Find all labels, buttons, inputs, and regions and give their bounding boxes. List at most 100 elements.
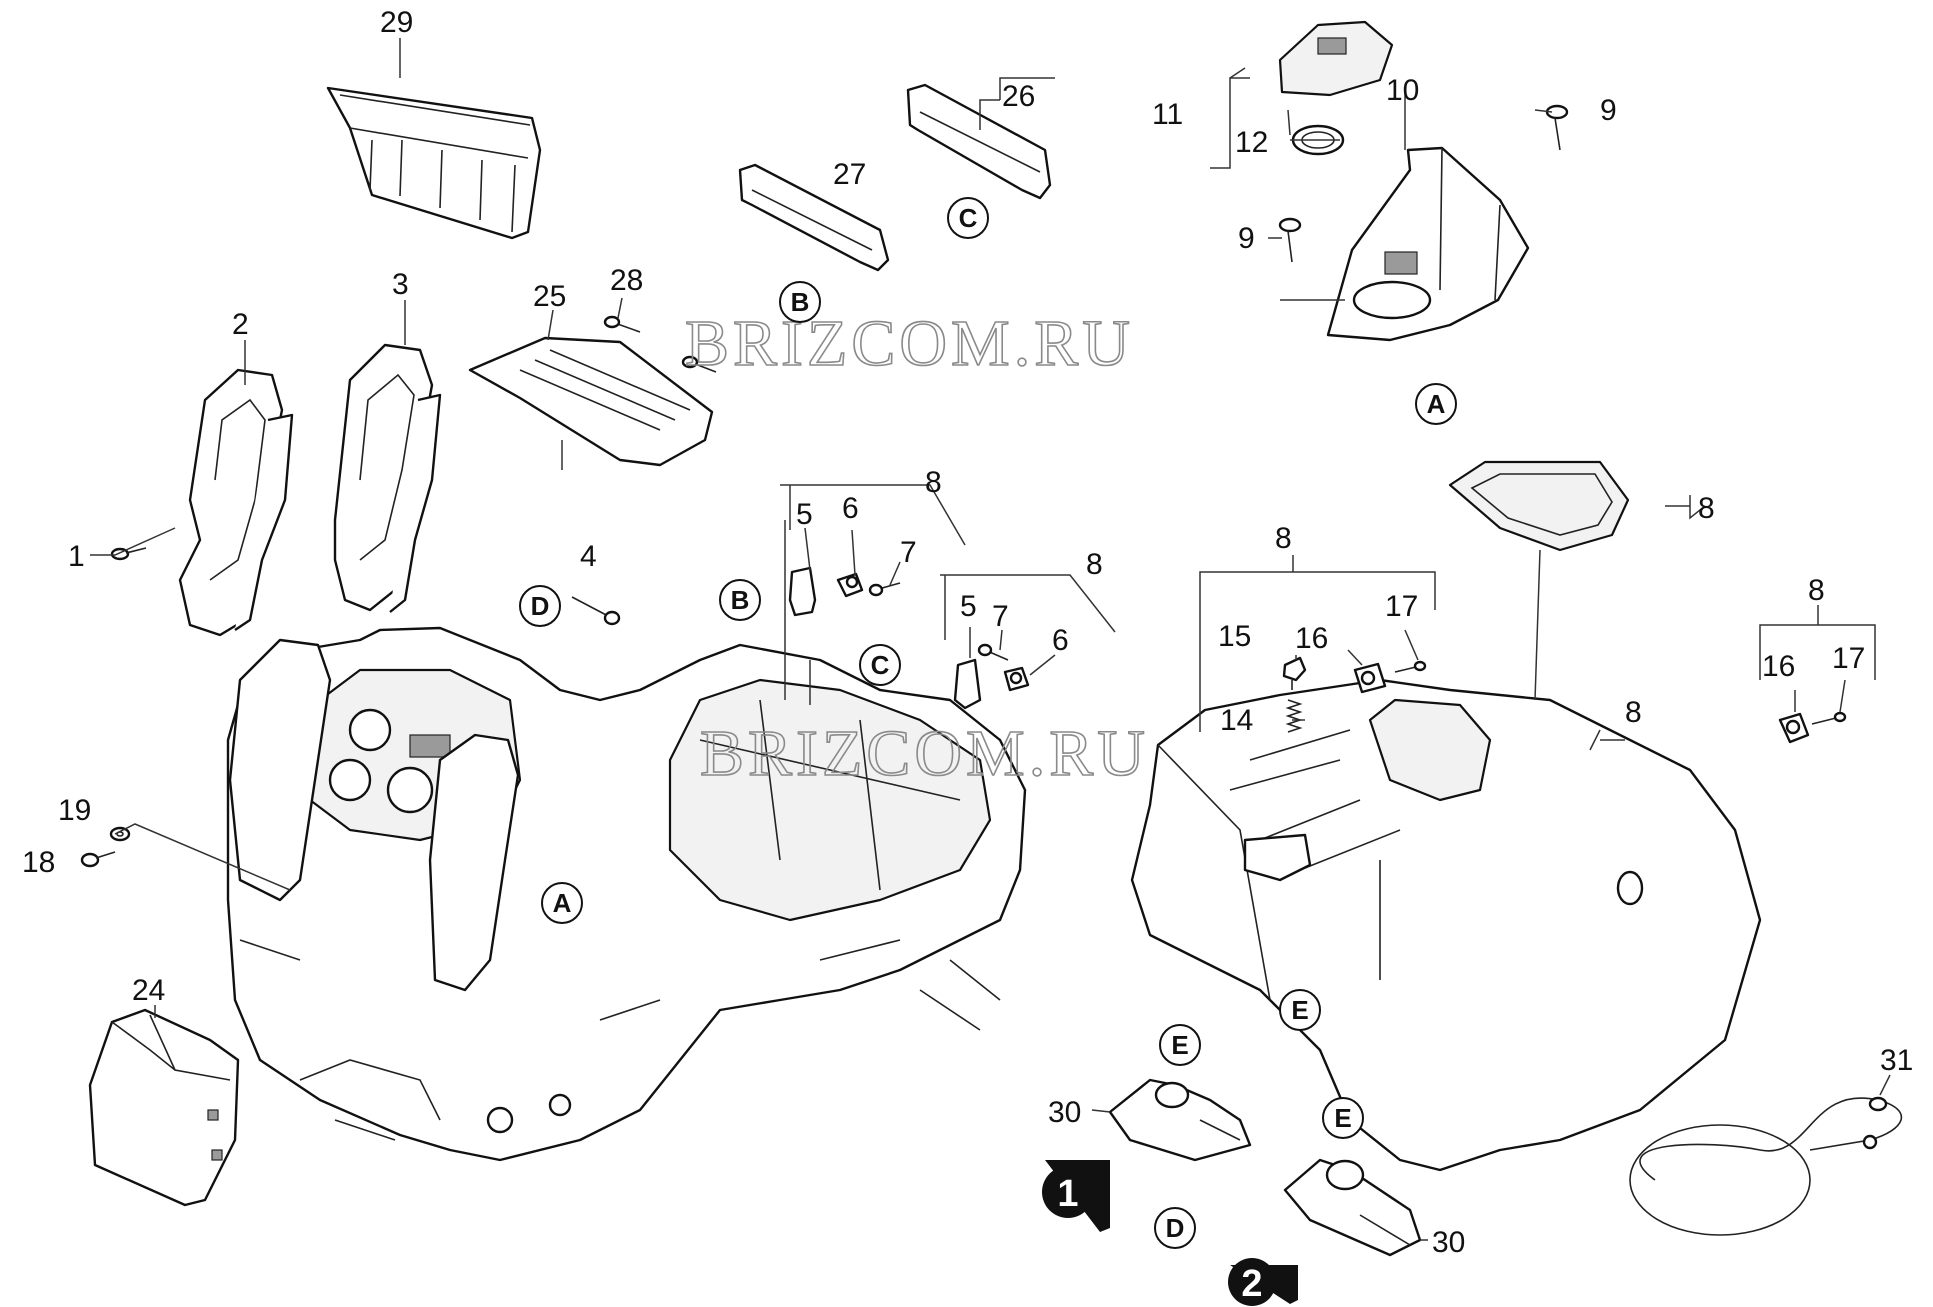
part-30-bracket-variant-2 — [1283, 1158, 1422, 1257]
callout-6-right: 6 — [1052, 624, 1069, 657]
svg-text:B: B — [791, 287, 810, 317]
callout-16-right-group: 16 — [1762, 650, 1795, 683]
callout-29: 29 — [380, 6, 413, 39]
ref-E-on-hood: E — [1279, 989, 1321, 1031]
callout-9-lower: 9 — [1238, 222, 1255, 255]
callout-8-hood-group: 8 — [1275, 522, 1292, 555]
variant-badge-1: 1 — [1042, 1160, 1110, 1232]
callout-17-hood-group: 17 — [1385, 590, 1418, 623]
svg-text:E: E — [1291, 995, 1308, 1025]
callout-2: 2 — [232, 308, 249, 341]
svg-text:D: D — [531, 591, 550, 621]
screw-28-b — [681, 355, 717, 373]
svg-text:1: 1 — [1057, 1173, 1078, 1215]
svg-text:D: D — [1166, 1213, 1185, 1243]
part-31-cable — [1629, 1096, 1903, 1236]
callout-19: 19 — [58, 794, 91, 827]
callout-7-right: 7 — [992, 600, 1009, 633]
screw-7-left-group — [868, 582, 901, 597]
callout-12: 12 — [1235, 126, 1268, 159]
svg-text:E: E — [1334, 1103, 1351, 1133]
clip-6-left-group — [836, 572, 864, 598]
callout-31: 31 — [1880, 1044, 1913, 1077]
ref-C-on-body: C — [859, 644, 901, 686]
callout-27: 27 — [833, 158, 866, 191]
callout-10: 10 — [1386, 74, 1419, 107]
callout-11: 11 — [1152, 98, 1183, 131]
callout-17-right-group: 17 — [1832, 642, 1865, 675]
watermark-middle: BRIZCOM.RU — [700, 717, 1149, 790]
part-24-box — [88, 1008, 240, 1207]
callout-6-left: 6 — [842, 492, 859, 525]
callout-5-left: 5 — [796, 498, 813, 531]
ref-C-on-bracket-26: C — [947, 197, 989, 239]
ref-A-on-body: A — [541, 882, 583, 924]
svg-text:C: C — [871, 650, 890, 680]
main-chassis-body — [226, 626, 1027, 1162]
callout-8-latch-group: 8 — [1808, 574, 1825, 607]
variant-badge-2: 2 — [1228, 1258, 1298, 1306]
callout-18: 18 — [22, 846, 55, 879]
screw-7-right-group — [977, 643, 1009, 661]
callout-5-right: 5 — [960, 590, 977, 623]
ref-E-on-bracket-30-variant-2: E — [1322, 1097, 1364, 1139]
callout-9-upper: 9 — [1600, 94, 1617, 127]
ref-B-on-body: B — [719, 579, 761, 621]
screw-4 — [571, 596, 621, 626]
latch-16-hood-group — [1353, 662, 1387, 694]
pin-15 — [1282, 656, 1307, 690]
spring-14 — [1285, 699, 1303, 733]
callout-3: 3 — [392, 268, 409, 301]
part-27-bracket — [738, 163, 890, 272]
callout-28: 28 — [610, 264, 643, 297]
callout-8-left-group: 8 — [925, 466, 942, 499]
callout-8-tray: 8 — [1698, 492, 1715, 525]
screw-18 — [80, 851, 116, 868]
part-2-handle — [178, 368, 294, 637]
screw-28-a — [603, 315, 641, 333]
callout-25: 25 — [533, 280, 566, 313]
callout-30-variant-1: 30 — [1048, 1096, 1081, 1129]
part-3-handle — [333, 343, 442, 613]
svg-text:E: E — [1171, 1030, 1188, 1060]
clip-6-right-group — [1003, 666, 1030, 692]
part-30-bracket-variant-1 — [1108, 1078, 1252, 1162]
part-11-cap — [1278, 20, 1394, 97]
ref-A-on-cover: A — [1415, 383, 1457, 425]
part-8-frame-tray — [1448, 460, 1630, 552]
ref-E-on-bracket-30-variant-1: E — [1159, 1024, 1201, 1066]
clip-5-right-group — [953, 658, 982, 710]
callout-8-right-group: 8 — [1086, 548, 1103, 581]
callout-4: 4 — [580, 540, 597, 573]
hood-cover — [1130, 678, 1762, 1172]
screw-17-right-group — [1811, 711, 1847, 725]
callout-30-variant-2: 30 — [1432, 1226, 1465, 1259]
part-29-storage-tray — [326, 86, 542, 240]
callout-15: 15 — [1218, 620, 1251, 653]
svg-text:2: 2 — [1241, 1263, 1262, 1305]
callout-8-hood: 8 — [1625, 696, 1642, 729]
ref-D-on-bracket-30: D — [1154, 1207, 1196, 1249]
screw-17-hood-group — [1394, 660, 1427, 673]
screw-9-lower — [1278, 217, 1302, 263]
clip-5-left-group — [788, 566, 817, 617]
svg-text:A: A — [1427, 389, 1446, 419]
callout-24: 24 — [132, 974, 165, 1007]
callout-7-left: 7 — [900, 536, 917, 569]
part-25-top-cover — [468, 336, 714, 467]
leader-lines — [90, 38, 1891, 1241]
callout-26: 26 — [1002, 80, 1035, 113]
washer-19 — [109, 826, 131, 842]
ref-D-on-body: D — [519, 585, 561, 627]
svg-text:B: B — [731, 585, 750, 615]
part-10-panel-cover — [1326, 146, 1530, 342]
callout-1: 1 — [68, 540, 85, 573]
part-26-bracket — [906, 83, 1052, 200]
callout-14: 14 — [1220, 704, 1253, 737]
screw-9-upper — [1545, 104, 1569, 151]
latch-16-right-group — [1778, 712, 1810, 744]
callout-16-hood-group: 16 — [1295, 622, 1328, 655]
ref-B-on-bracket-27: B — [779, 281, 821, 323]
callout-numbers: 1 2 3 4 5 5 6 6 7 7 8 8 8 8 8 8 9 9 10 1… — [22, 6, 1913, 1259]
